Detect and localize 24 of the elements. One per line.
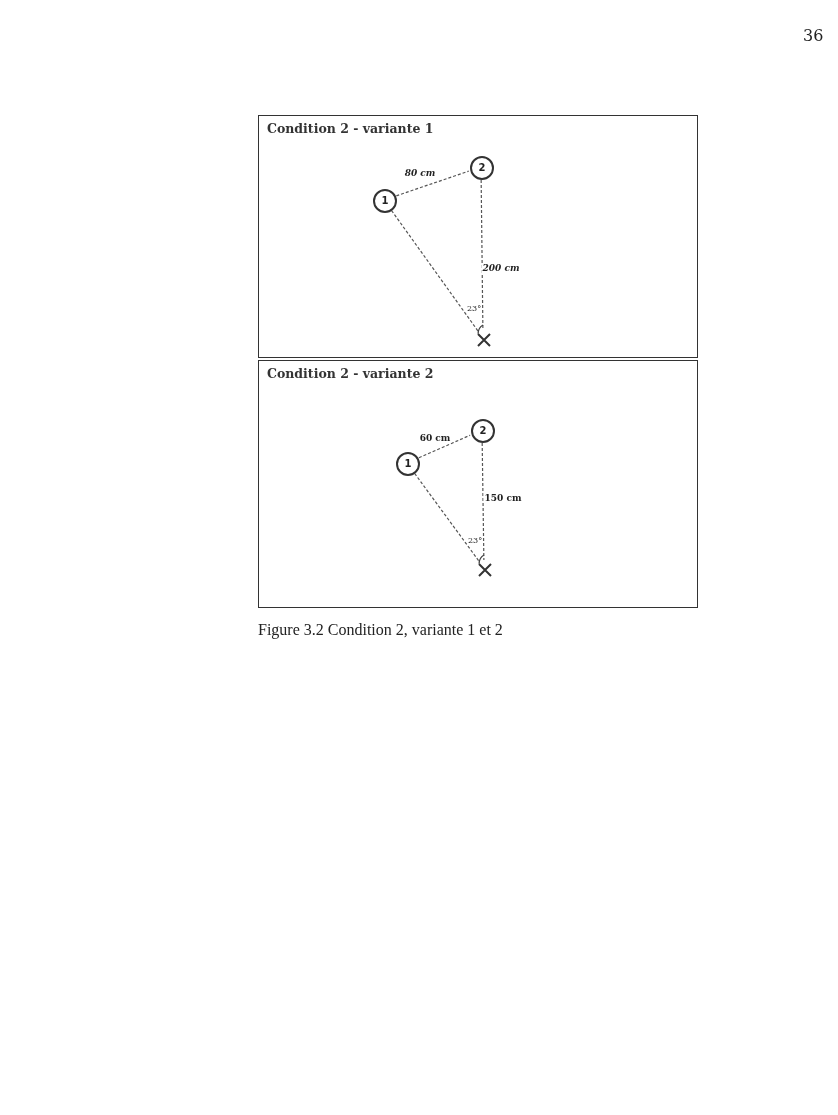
page-number: 36 bbox=[803, 26, 824, 45]
angle-label: 23° bbox=[468, 536, 483, 545]
numbered-circle: 2 bbox=[470, 156, 494, 180]
angle-label: 23° bbox=[467, 304, 482, 313]
target-cross-icon bbox=[477, 332, 491, 346]
distance-label: 150 cm bbox=[483, 493, 523, 503]
dashed-line bbox=[480, 179, 484, 331]
dashed-line bbox=[414, 472, 480, 563]
panel-heading: Condition 2 - variante 2 bbox=[267, 366, 434, 381]
distance-label: 60 cm bbox=[418, 433, 452, 443]
numbered-circle: 2 bbox=[471, 419, 495, 443]
numbered-circle: 1 bbox=[373, 189, 397, 213]
numbered-circle: 1 bbox=[396, 452, 420, 476]
figure-caption: Figure 3.2 Condition 2, variante 1 et 2 bbox=[258, 621, 503, 639]
distance-label: 200 cm bbox=[481, 263, 521, 273]
target-cross-icon bbox=[478, 562, 492, 576]
condition-panel bbox=[258, 360, 698, 608]
panel-heading: Condition 2 - variante 1 bbox=[267, 121, 434, 136]
dashed-line bbox=[418, 434, 471, 459]
condition-panel bbox=[258, 115, 698, 358]
distance-label: 80 cm bbox=[403, 168, 437, 178]
dashed-line bbox=[395, 170, 470, 197]
dashed-line bbox=[390, 209, 479, 333]
dashed-line bbox=[481, 442, 485, 561]
